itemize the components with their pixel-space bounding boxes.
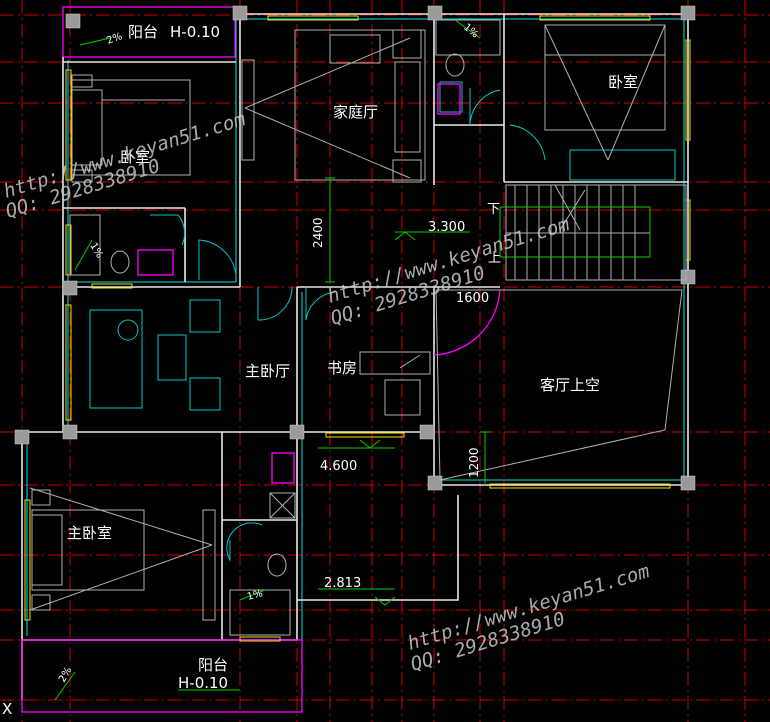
level-upper: 4.600 — [320, 459, 357, 474]
dim-corridor-width: 2400 — [311, 217, 325, 248]
slope-bath-top: 1% — [461, 22, 480, 41]
label-balcony-bottom: 阳台 — [198, 656, 228, 674]
furniture — [29, 24, 683, 621]
label-family-hall: 家庭厅 — [333, 103, 378, 121]
balcony-top-outline — [62, 6, 236, 58]
slope-balcony-bottom: 2% — [57, 665, 74, 684]
slope-bath-bottom: 1% — [246, 588, 264, 603]
dim-stair-gap: 1600 — [456, 291, 489, 306]
level-main: 3.300 — [428, 220, 465, 235]
label-bedroom-left: 卧室 — [120, 148, 150, 166]
label-balcony-bottom-elevation: H-0.10 — [178, 674, 228, 692]
label-balcony-top-elevation: H-0.10 — [170, 23, 220, 41]
staircase — [499, 184, 687, 281]
label-master-lounge: 主卧厅 — [245, 362, 290, 380]
label-bedroom-right: 卧室 — [608, 73, 638, 91]
structural-columns — [14, 5, 696, 491]
label-study: 书房 — [327, 359, 357, 377]
slope-arrows — [54, 19, 481, 701]
doors — [150, 88, 546, 562]
bathrooms — [69, 19, 501, 636]
slope-bath-left: 1% — [87, 241, 104, 260]
stair-up-label: 上 — [488, 251, 501, 266]
balcony-bottom-outline — [21, 639, 303, 713]
slope-balcony-top: 2% — [105, 31, 124, 47]
corner-x-mark: X — [2, 700, 12, 718]
level-lower: 2.813 — [324, 576, 361, 591]
label-master-bedroom: 主卧室 — [67, 524, 112, 542]
dim-lower-gap: 1200 — [467, 447, 481, 478]
watermark-url-1: http://www.keyan51.com — [1, 108, 248, 203]
label-balcony-top: 阳台 — [128, 23, 158, 41]
stair-down-label: 下 — [487, 202, 500, 217]
dimension-lines — [178, 177, 490, 691]
label-living-void: 客厅上空 — [540, 376, 600, 394]
